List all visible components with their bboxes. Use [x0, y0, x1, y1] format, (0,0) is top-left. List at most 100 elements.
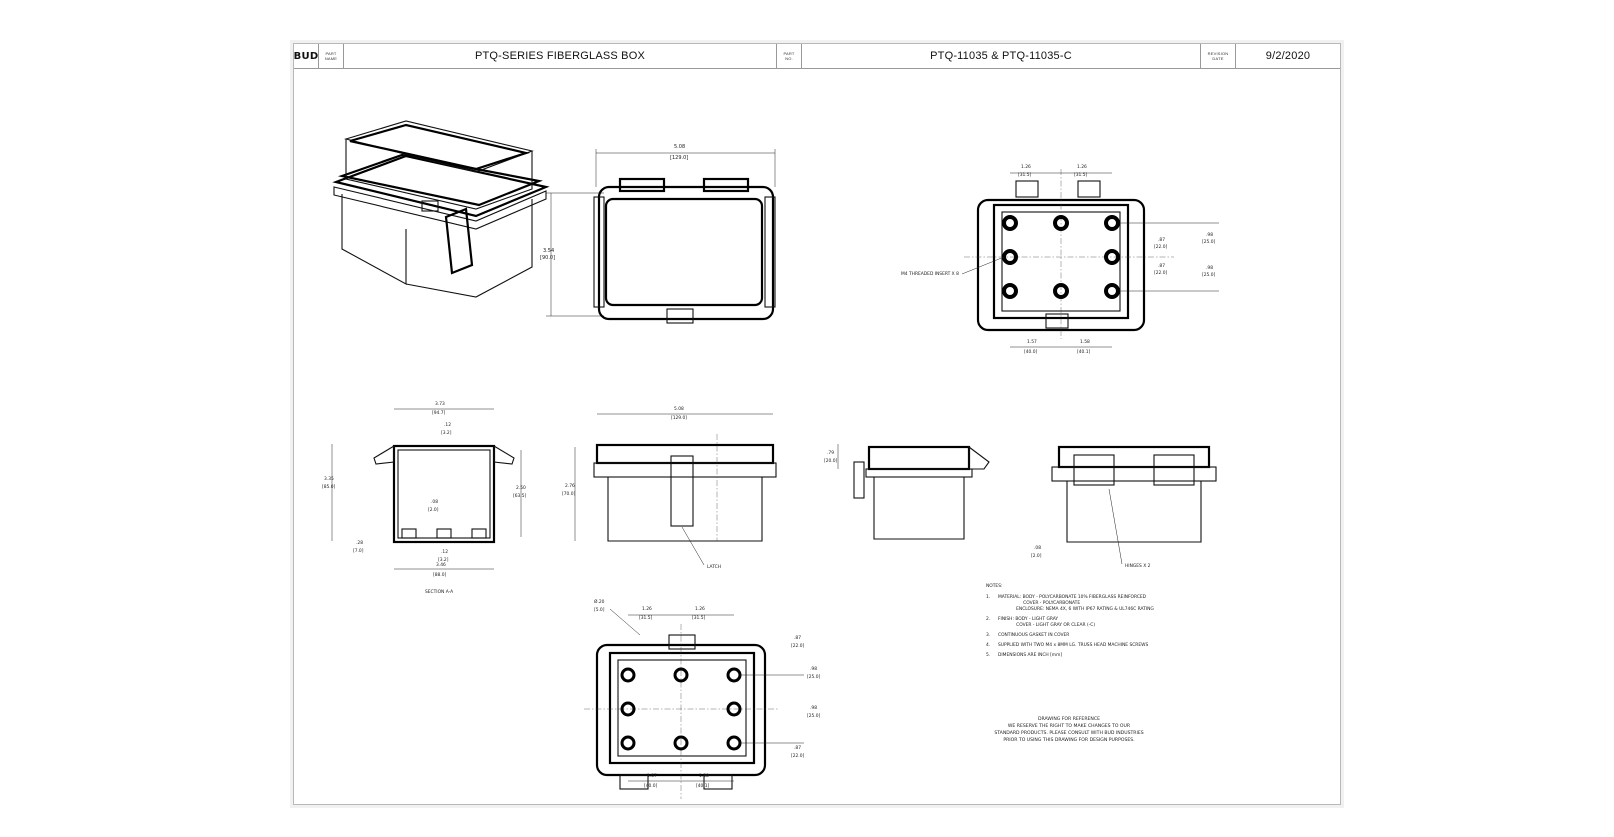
- latch-callout: LATCH: [707, 564, 721, 570]
- upper-offset-y2-mm: [22.0]: [1154, 270, 1167, 276]
- upper-offset-y: .87: [1158, 237, 1165, 243]
- lower-dim-b: .98: [810, 705, 817, 711]
- section-base-width: 3.46: [436, 562, 446, 568]
- lower-dim-a: .98: [810, 666, 817, 672]
- lower-dim-top-mm: [22.0]: [791, 643, 804, 649]
- front-height-mm: [70.0]: [562, 491, 575, 497]
- upper-pitch-x: 1.26: [1021, 164, 1031, 170]
- lower-offset-lo-mm: [40.0]: [644, 783, 657, 789]
- lower-offset-hi: 1.58: [699, 773, 709, 779]
- note-number: 3.: [986, 633, 991, 638]
- technical-drawing: 5.08 [129.0] 3.54 [90.0]: [322, 120, 1219, 799]
- notes-heading: NOTES:: [986, 584, 1003, 589]
- note-3: 3. CONTINUOUS GASKET IN COVER: [986, 633, 1246, 639]
- lower-dim-c: .87: [794, 745, 801, 751]
- note-4: 4. SUPPLIED WITH TWO M4 x 8MM LG. TRUSS …: [986, 643, 1246, 649]
- side-view: .79 [20.0]: [824, 444, 990, 540]
- section-floor: .12: [441, 549, 448, 555]
- section-boss-mm: [2.0]: [428, 507, 439, 513]
- lower-offset-hi-mm: [40.1]: [696, 783, 709, 789]
- section-boss2-mm: [7.0]: [353, 548, 364, 554]
- note-text: FINISH: BODY - LIGHT GRAY COVER - LIGHT …: [998, 617, 1096, 628]
- lower-dim-a-mm: [25.0]: [807, 674, 820, 680]
- upper-offset-hi-mm: [40.1]: [1077, 349, 1090, 355]
- back-foot-mm: [2.0]: [1031, 553, 1042, 559]
- top-view: 5.08 [129.0] 3.54 [90.0]: [540, 144, 776, 324]
- reference-title: DRAWING FOR REFERENCE: [1038, 717, 1100, 722]
- section-height: 3.35: [324, 476, 334, 482]
- lower-pitch-x: 1.26: [642, 606, 652, 612]
- note-number: 4.: [986, 643, 991, 648]
- upper-offset-lo-mm: [40.0]: [1024, 349, 1037, 355]
- note-number: 1.: [986, 595, 991, 600]
- revision-date-label: REVISION DATE: [1201, 44, 1236, 68]
- note-text: SUPPLIED WITH TWO M4 x 8MM LG. TRUSS HEA…: [998, 643, 1149, 648]
- upper-offset-b-mm: [25.0]: [1202, 272, 1215, 278]
- lower-dim-b-mm: [25.0]: [807, 713, 820, 719]
- revision-date: 9/2/2020: [1265, 50, 1311, 62]
- note-2: 2. FINISH: BODY - LIGHT GRAY COVER - LIG…: [986, 617, 1246, 629]
- top-height-dim: 3.54: [543, 248, 554, 254]
- section-boss2: .28: [356, 540, 363, 546]
- hole-diameter-mm: [5.0]: [594, 607, 605, 613]
- back-view: .08 [2.0] HINGES X 2: [1031, 445, 1217, 569]
- top-width-dim: 5.08: [674, 144, 685, 150]
- upper-offset-a-mm: [25.0]: [1202, 239, 1215, 245]
- threaded-insert-callout: M4 THREADED INSERT X 8: [901, 271, 959, 277]
- section-wall: .12: [444, 422, 451, 428]
- bottom-view-upper: 1.26 [31.5] 1.26 [31.5] .87 [22.0] .87 […: [901, 164, 1219, 355]
- section-height-mm: [85.0]: [322, 484, 335, 490]
- hinges-callout: HINGES X 2: [1125, 563, 1151, 569]
- side-lid-height: .79: [827, 450, 834, 456]
- upper-offset-a: .98: [1206, 232, 1213, 238]
- lower-pitch-x-mm: [31.5]: [639, 615, 652, 621]
- upper-pitch-x-2: 1.26: [1077, 164, 1087, 170]
- part-no-label: PART NO.: [777, 44, 802, 68]
- lower-dim-c-mm: [22.0]: [791, 753, 804, 759]
- lower-dim-top: .87: [794, 635, 801, 641]
- note-text: DIMENSIONS ARE INCH [mm]: [998, 653, 1063, 658]
- section-inner-height: 2.50: [516, 485, 526, 491]
- section-inner-width: 3.73: [435, 401, 445, 407]
- notes: NOTES: 1. MATERIAL: BODY - POLYCARBONATE…: [986, 584, 1246, 659]
- isometric-view: [332, 120, 550, 298]
- section-inner-width-mm: [94.7]: [432, 410, 445, 416]
- upper-pitch-x-mm: [31.5]: [1018, 172, 1031, 178]
- upper-offset-b: .98: [1206, 265, 1213, 271]
- upper-pitch-x-2-mm: [31.5]: [1074, 172, 1087, 178]
- part-number: PTQ-11035 & PTQ-11035-C: [802, 44, 1201, 68]
- reference-line-1: WE RESERVE THE RIGHT TO MAKE CHANGES TO …: [1007, 724, 1131, 729]
- drawing-sheet: BUD PART NAME PTQ-SERIES FIBERGLASS BOX …: [293, 43, 1341, 805]
- note-1: 1. MATERIAL: BODY - POLYCARBONATE 10% FI…: [986, 595, 1246, 613]
- back-foot: .08: [1034, 545, 1041, 551]
- part-name-label: PART NAME: [319, 44, 344, 68]
- front-width: 5.08: [674, 406, 684, 412]
- front-view: 5.08 [129.0] 2.76 [70.0] LATCH: [562, 406, 777, 570]
- bottom-view-lower: 1.26 [31.5] 1.26 [31.5] Ø.20 [5.0] .87 […: [584, 598, 820, 799]
- section-boss: .08: [431, 499, 438, 505]
- note-5: 5. DIMENSIONS ARE INCH [mm]: [986, 653, 1246, 659]
- note-number: 5.: [986, 653, 991, 658]
- upper-offset-y-mm: [22.0]: [1154, 244, 1167, 250]
- upper-offset-hi: 1.58: [1080, 339, 1090, 345]
- note-text: CONTINUOUS GASKET IN COVER: [998, 633, 1070, 638]
- reference-line-3: PRIOR TO USING THIS DRAWING FOR DESIGN P…: [1003, 738, 1135, 743]
- lower-offset-lo: 1.57: [647, 773, 657, 779]
- part-name: PTQ-SERIES FIBERGLASS BOX: [344, 44, 777, 68]
- section-label: SECTION A-A: [425, 589, 453, 595]
- reference-disclaimer: DRAWING FOR REFERENCE WE RESERVE THE RIG…: [954, 716, 1184, 744]
- note-text: MATERIAL: BODY - POLYCARBONATE 10% FIBER…: [998, 595, 1154, 612]
- front-height: 2.76: [565, 483, 575, 489]
- top-height-mm: [90.0]: [540, 255, 555, 261]
- section-floor-mm: [3.2]: [438, 557, 449, 563]
- reference-line-2: STANDARD PRODUCTS. PLEASE CONSULT WITH B…: [994, 731, 1144, 736]
- side-lid-height-mm: [20.0]: [824, 458, 837, 464]
- lower-pitch-x-2: 1.26: [695, 606, 705, 612]
- section-inner-height-mm: [63.5]: [513, 493, 526, 499]
- top-width-mm: [129.0]: [670, 155, 688, 161]
- upper-offset-lo: 1.57: [1027, 339, 1037, 345]
- title-block: BUD PART NAME PTQ-SERIES FIBERGLASS BOX …: [294, 44, 1340, 69]
- section-base-width-mm: [88.0]: [433, 572, 446, 578]
- front-width-mm: [129.0]: [671, 415, 687, 421]
- upper-offset-y2: .87: [1158, 263, 1165, 269]
